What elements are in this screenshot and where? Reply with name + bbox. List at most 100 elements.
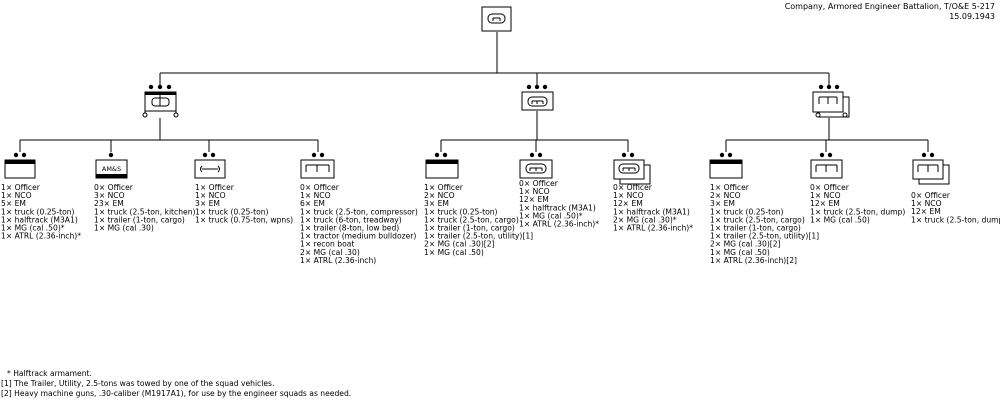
unit-line: 1× NCO bbox=[613, 191, 644, 200]
unit-line: 0× Officer bbox=[810, 183, 850, 192]
unit-line: 1× truck (6-ton, treadway) bbox=[300, 215, 402, 224]
p3-squad-1-symbol bbox=[709, 152, 743, 179]
unit-line: 1× MG (cal .30) bbox=[94, 224, 154, 233]
unit-line: 1× NCO bbox=[1, 191, 32, 200]
unit-line: 0× Officer bbox=[613, 183, 653, 192]
unit-line: 0× Officer bbox=[300, 183, 340, 192]
unit-line: 1× halftrack (M3A1) bbox=[1, 215, 78, 224]
unit-line: 2× MG (cal .30)[2] bbox=[710, 240, 781, 249]
unit-line: 1× trailer (1-ton, cargo) bbox=[710, 224, 801, 233]
connector-lines bbox=[19, 32, 929, 152]
p1-squad-1-symbol bbox=[4, 152, 36, 179]
unit-line: 1× tractor (medium bulldozer) bbox=[300, 232, 416, 241]
unit-line: 1× truck (2.5-ton, compressor) bbox=[300, 207, 418, 216]
unit-line: 1× MG (cal .50)* bbox=[519, 211, 583, 220]
unit-line: 1× ATRL (2.36-inch)* bbox=[613, 224, 693, 233]
unit-line: 1× trailer (1-ton, cargo) bbox=[424, 224, 515, 233]
footnote-2: [1] The Trailer, Utility, 2.5-tons was t… bbox=[1, 379, 274, 388]
unit-line: 1× Officer bbox=[710, 183, 750, 192]
unit-line: 1× truck (2.5-ton, cargo) bbox=[424, 215, 519, 224]
unit-line: 1× Officer bbox=[1, 183, 41, 192]
unit-line: 1× ATRL (2.36-inch)* bbox=[1, 232, 81, 241]
unit-line: 1× halftrack (M3A1) bbox=[519, 203, 596, 212]
unit-line: 3× EM bbox=[424, 199, 449, 208]
unit-line: 1× MG (cal .50)* bbox=[1, 224, 65, 233]
unit-line: 1× truck (2.5-ton, dump) bbox=[911, 215, 1000, 224]
unit-line: 2× NCO bbox=[424, 191, 455, 200]
unit-line: 23× EM bbox=[94, 199, 124, 208]
unit-line: 1× truck (2.5-ton, cargo) bbox=[710, 215, 805, 224]
unit-line: 5× EM bbox=[1, 199, 26, 208]
unit-line: 3× EM bbox=[710, 199, 735, 208]
unit-line: 12× EM bbox=[810, 199, 840, 208]
footnotes: * Halftrack armament. [1] The Trailer, U… bbox=[1, 369, 351, 398]
unit-line: 1× truck (2.5-ton, dump) bbox=[810, 207, 905, 216]
p1-squad-4-symbol bbox=[300, 152, 335, 179]
unit-line: 1× trailer (2.5-ton, utility)[1] bbox=[424, 232, 533, 241]
unit-line: 1× NCO bbox=[195, 191, 226, 200]
p2-squad-1-symbol bbox=[425, 152, 459, 179]
unit-line: 1× ATRL (2.36-inch) bbox=[300, 256, 376, 265]
unit-line: 1× NCO bbox=[519, 187, 550, 196]
chart-date: 15.09.1943 bbox=[949, 12, 995, 21]
unit-line: 2× NCO bbox=[710, 191, 741, 200]
unit-line: 1× halftrack (M3A1) bbox=[613, 207, 690, 216]
company-symbol bbox=[481, 6, 512, 32]
unit-line: 2× MG (cal .30)* bbox=[613, 215, 677, 224]
unit-line: 1× ATRL (2.36-inch)[2] bbox=[710, 256, 797, 265]
p2-squad-3-symbol bbox=[613, 152, 651, 185]
unit-line: 12× EM bbox=[613, 199, 643, 208]
unit-line: 1× NCO bbox=[911, 199, 942, 208]
p1-squad-2-symbol: AM&S bbox=[95, 152, 128, 179]
ams-label: AM&S bbox=[102, 165, 121, 173]
p2-squad-2-symbol bbox=[519, 152, 553, 179]
unit-line: 1× truck (0.25-ton) bbox=[424, 207, 498, 216]
unit-line: 1× Officer bbox=[424, 183, 464, 192]
unit-line: 1× NCO bbox=[810, 191, 841, 200]
p1-squad-3-symbol bbox=[194, 152, 226, 179]
platoon-2-symbol bbox=[521, 84, 554, 111]
unit-line: 1× MG (cal .50) bbox=[710, 248, 770, 257]
unit-line: 1× NCO bbox=[300, 191, 331, 200]
unit-line: 1× truck (2.5-ton, kitchen) bbox=[94, 207, 196, 216]
p3-squad-2-symbol bbox=[810, 152, 843, 179]
unit-line: 12× EM bbox=[911, 207, 941, 216]
p3-squad-3-symbol bbox=[912, 152, 950, 185]
footnote-1: * Halftrack armament. bbox=[7, 369, 92, 378]
unit-line: 0× Officer bbox=[911, 191, 951, 200]
unit-line: 1× ATRL (2.36-inch)* bbox=[519, 220, 599, 229]
unit-line: 2× MG (cal .30) bbox=[300, 248, 360, 257]
unit-line: 12× EM bbox=[519, 195, 549, 204]
unit-line: 1× truck (0.75-ton, wpns) bbox=[195, 215, 293, 224]
unit-line: 3× EM bbox=[195, 199, 220, 208]
unit-line: 1× Officer bbox=[195, 183, 235, 192]
unit-line: 1× MG (cal .50) bbox=[810, 215, 870, 224]
unit-line: 1× trailer (8-ton, low bed) bbox=[300, 224, 399, 233]
unit-line: 1× trailer (2.5-ton, utility)[1] bbox=[710, 232, 819, 241]
platoon-3-symbol bbox=[812, 84, 850, 118]
unit-line: 1× truck (0.25-ton) bbox=[710, 207, 784, 216]
unit-line: 0× Officer bbox=[94, 183, 134, 192]
platoon-1-symbol bbox=[142, 84, 179, 118]
unit-line: 1× trailer (1-ton, cargo) bbox=[94, 215, 185, 224]
unit-line: 1× MG (cal .50) bbox=[424, 248, 484, 257]
unit-line: 2× MG (cal .30)[2] bbox=[424, 240, 495, 249]
unit-line: 6× EM bbox=[300, 199, 325, 208]
unit-line: 0× Officer bbox=[519, 179, 559, 188]
unit-line: 1× recon boat bbox=[300, 240, 354, 249]
unit-line: 3× NCO bbox=[94, 191, 125, 200]
unit-line: 1× truck (0.25-ton) bbox=[1, 207, 75, 216]
unit-line: 1× truck (0.25-ton) bbox=[195, 207, 269, 216]
